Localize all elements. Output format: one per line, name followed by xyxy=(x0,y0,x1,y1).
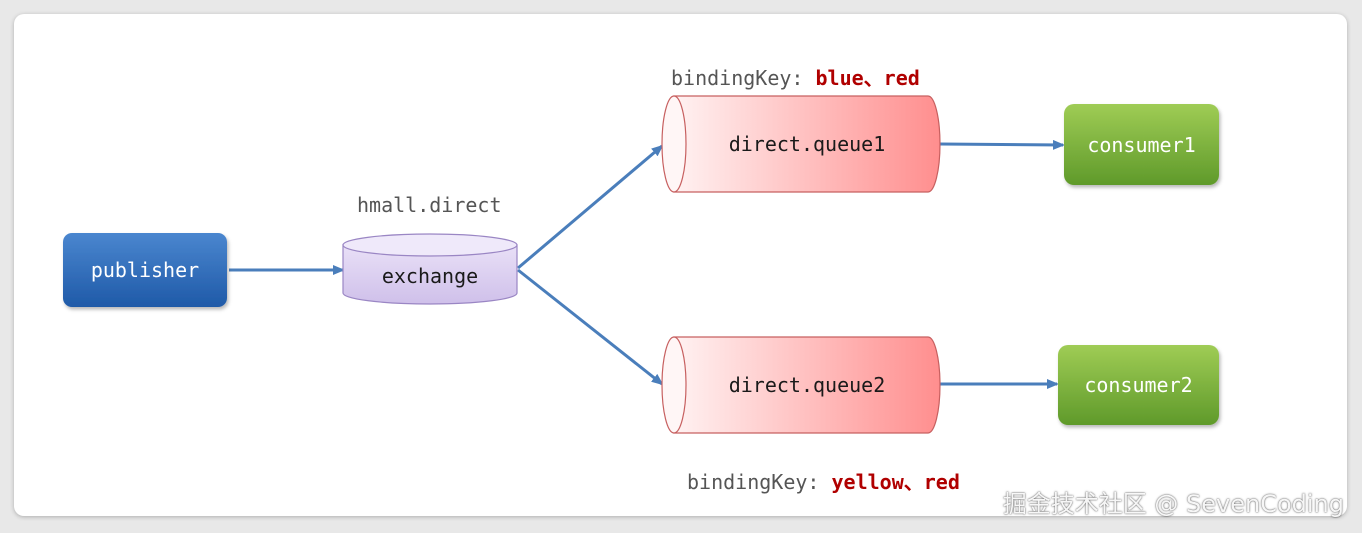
queue1-node xyxy=(661,95,941,193)
consumer2-label: consumer2 xyxy=(1084,373,1193,397)
consumer1-node xyxy=(1064,104,1219,185)
queue1-binding-label: bindingKey: blue、red xyxy=(671,62,920,91)
consumer1-label: consumer1 xyxy=(1087,132,1196,157)
exchange-name-label: hmall.direct xyxy=(357,193,502,217)
queue2-binding-keys: yellow、red xyxy=(831,470,960,494)
queue1-binding-keys: blue、red xyxy=(815,66,920,90)
queue2-node xyxy=(661,336,941,434)
queue2-binding-label: bindingKey: yellow、red xyxy=(687,466,960,495)
arrow-queue1-to-consumer1 xyxy=(939,139,1065,150)
arrow-exchange-to-queue1 xyxy=(517,144,664,270)
exchange-label: exchange xyxy=(381,264,479,288)
publisher-label: publisher xyxy=(90,258,200,282)
publisher-node xyxy=(63,233,227,307)
queue2-label: direct.queue2 xyxy=(728,373,886,397)
binding-key-prefix: bindingKey: xyxy=(671,66,816,90)
exchange-node xyxy=(342,233,518,305)
binding-key-prefix: bindingKey: xyxy=(687,470,832,494)
queue1-label: direct.queue1 xyxy=(728,132,886,156)
arrow-exchange-to-queue2 xyxy=(517,268,664,386)
consumer2-node xyxy=(1058,345,1219,425)
watermark-text: 掘金技术社区 @ SevenCoding xyxy=(1002,490,1344,518)
